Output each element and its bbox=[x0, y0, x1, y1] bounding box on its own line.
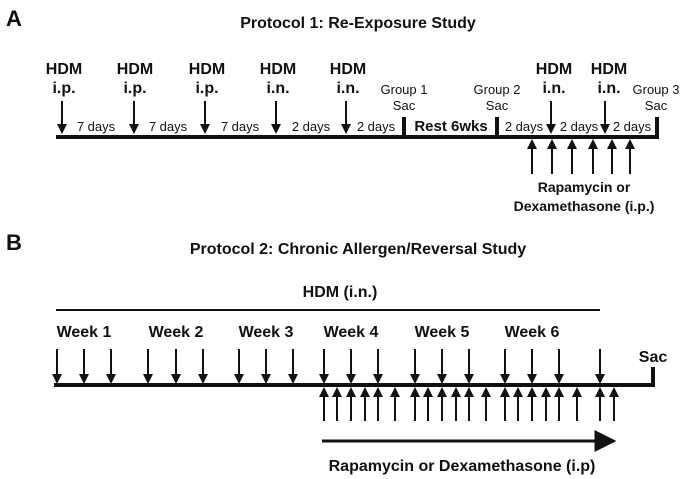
interval-label: 7 days bbox=[149, 119, 188, 134]
interval-labels: 7 days 7 days 7 days 2 days 2 days Rest … bbox=[77, 118, 652, 135]
hdm-label-route: i.p. bbox=[52, 80, 75, 97]
week-label: Week 2 bbox=[149, 324, 204, 341]
hdm-down-arrows bbox=[57, 101, 610, 134]
group-sac-label: Sac bbox=[645, 98, 668, 113]
group-sac-label: Sac bbox=[393, 98, 416, 113]
week-labels: Week 1 Week 2 Week 3 Week 4 Week 5 Week … bbox=[57, 324, 560, 341]
interval-label: 2 days bbox=[357, 119, 396, 134]
interval-label: 2 days bbox=[292, 119, 331, 134]
week-label: Week 3 bbox=[239, 324, 294, 341]
hdm-label-top: HDM bbox=[46, 61, 82, 78]
hdm-in-label: HDM (i.n.) bbox=[303, 284, 378, 301]
interval-label: 2 days bbox=[505, 119, 544, 134]
hdm-label-top: HDM bbox=[260, 61, 296, 78]
week-label: Week 6 bbox=[505, 324, 560, 341]
treatment-up-arrows-b bbox=[319, 387, 619, 421]
hdm-label-route: i.n. bbox=[597, 80, 620, 97]
group-label: Group 1 bbox=[381, 82, 428, 97]
week-label: Week 1 bbox=[57, 324, 112, 341]
week-label: Week 4 bbox=[324, 324, 379, 341]
hdm-labels: HDM i.p. HDM i.p. HDM i.p. HDM i.n. HDM … bbox=[46, 61, 627, 97]
hdm-label-top: HDM bbox=[330, 61, 366, 78]
treatment-label-line1: Rapamycin or bbox=[538, 179, 631, 195]
hdm-label-top: HDM bbox=[189, 61, 225, 78]
panel-b-title: Protocol 2: Chronic Allergen/Reversal St… bbox=[190, 241, 526, 258]
group-label: Group 2 bbox=[474, 82, 521, 97]
hdm-label-route: i.n. bbox=[266, 80, 289, 97]
panel-a-letter: A bbox=[6, 6, 22, 31]
panel-a-title: Protocol 1: Re-Exposure Study bbox=[240, 15, 476, 32]
hdm-label-route: i.p. bbox=[195, 80, 218, 97]
group-sac-label: Sac bbox=[486, 98, 509, 113]
hdm-label-route: i.n. bbox=[336, 80, 359, 97]
hdm-label-route: i.n. bbox=[542, 80, 565, 97]
hdm-label-top: HDM bbox=[536, 61, 572, 78]
hdm-label-route: i.p. bbox=[123, 80, 146, 97]
interval-label: 2 days bbox=[560, 119, 599, 134]
sac-label: Sac bbox=[639, 349, 668, 366]
group-label: Group 3 bbox=[633, 82, 680, 97]
panel-b-letter: B bbox=[6, 230, 22, 255]
panel-b: B Protocol 2: Chronic Allergen/Reversal … bbox=[6, 230, 667, 475]
panel-a: A Protocol 1: Re-Exposure Study HDM i.p.… bbox=[6, 6, 679, 214]
treatment-label-line2: Dexamethasone (i.p.) bbox=[514, 198, 655, 214]
group-labels: Group 1 Sac Group 2 Sac Group 3 Sac bbox=[381, 82, 680, 113]
week-label: Week 5 bbox=[415, 324, 470, 341]
hdm-dose-arrows bbox=[52, 349, 605, 384]
treatment-label-b: Rapamycin or Dexamethasone (i.p) bbox=[329, 458, 596, 475]
hdm-label-top: HDM bbox=[591, 61, 627, 78]
interval-label: 2 days bbox=[613, 119, 652, 134]
hdm-label-top: HDM bbox=[117, 61, 153, 78]
interval-label: 7 days bbox=[221, 119, 260, 134]
treatment-up-arrows-a bbox=[527, 139, 635, 174]
interval-label: 7 days bbox=[77, 119, 116, 134]
rest-interval-label: Rest 6wks bbox=[414, 118, 487, 135]
